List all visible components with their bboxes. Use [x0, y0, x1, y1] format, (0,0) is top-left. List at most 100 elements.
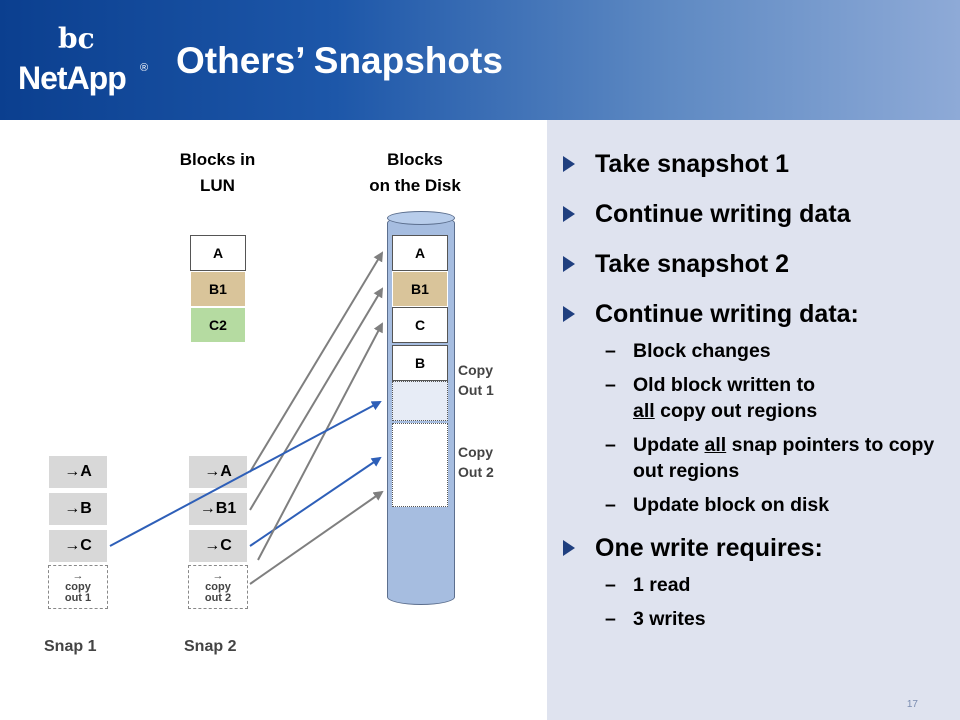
sub-bullet-text-part: Update: [633, 434, 705, 456]
arrow-icon: →: [64, 537, 81, 554]
bullet-arrow-icon: [563, 156, 575, 172]
dash: –: [605, 608, 616, 630]
title-bar: bc NetApp ® Others’ Snapshots: [0, 0, 960, 120]
sub-bullet-text: Update block on disk: [633, 494, 830, 516]
disk-block-a: A: [392, 235, 448, 271]
snap1-pointer-b: →B: [48, 492, 108, 526]
disk-block-b: B: [392, 345, 448, 381]
logo-mark-icon: bc: [58, 22, 95, 55]
snap1-pointer-b-label: B: [80, 500, 92, 517]
sub-bullet-text: 1 read: [633, 574, 691, 596]
snap2-pointer-a: →A: [188, 455, 248, 489]
lun-column-label: Blocks in LUN: [150, 150, 285, 196]
snap2-pointer-c: →C: [188, 529, 248, 563]
sub-bullet: –Update block on disk: [605, 492, 957, 518]
dash: –: [605, 494, 616, 516]
arrow-icon: →: [204, 463, 221, 480]
sub-bullet: –Block changes: [605, 338, 957, 364]
arrow-icon: →: [199, 500, 216, 517]
bullet-arrow-icon: [563, 256, 575, 272]
bullet-text: Continue writing data: [595, 200, 851, 228]
bullet-take-snapshot-2: Take snapshot 2: [557, 250, 957, 279]
bullet-list: Take snapshot 1 Continue writing data Ta…: [557, 150, 957, 648]
snap1-copy-line2: out 1: [64, 591, 92, 604]
sub-bullet-text: Update all snap pointers to copy out reg…: [633, 432, 957, 484]
page-number: 17: [906, 699, 918, 710]
dash: –: [605, 574, 616, 596]
snapshot-diagram: Blocks in LUN Blocks on the Disk A B1 C2…: [0, 120, 547, 720]
copy-out-1-region: [392, 381, 448, 421]
bullet-arrow-icon: [563, 306, 575, 322]
arrow-icon: →: [204, 537, 221, 554]
snap1-pointer-a-label: A: [80, 463, 92, 480]
snap1-copy-out-pointer: → copy out 1: [48, 565, 108, 609]
snap1-pointer-c-label: C: [80, 537, 92, 554]
sub-bullet-text-part: snap pointers to copy out regions: [633, 434, 935, 482]
dash: –: [605, 434, 616, 456]
arrow-snap2-a: [249, 251, 384, 473]
snap2-pointer-a-label: A: [220, 463, 232, 480]
arrow-icon: →: [212, 569, 224, 582]
copy-out-2-line2: Out 2: [458, 464, 494, 480]
sub-bullet-text-part: Old block written to: [633, 374, 816, 396]
bullet-arrow-icon: [563, 206, 575, 222]
underlined-word: all: [704, 434, 727, 456]
bullet-text: One write requires:: [595, 534, 823, 562]
arrow-icon: →: [72, 569, 84, 582]
logo-text: NetApp: [18, 60, 127, 96]
disk-block-b1: B1: [392, 271, 448, 307]
bullet-panel: Take snapshot 1 Continue writing data Ta…: [547, 120, 960, 720]
bullet-text: Take snapshot 1: [595, 150, 790, 178]
disk-block-c: C: [392, 307, 448, 343]
snap2-copy-line1: copy: [205, 580, 231, 593]
copy-out-1-label: Copy Out 1: [458, 360, 494, 400]
netapp-logo: bc NetApp ®: [18, 22, 148, 102]
lun-block-c2: C2: [190, 307, 246, 343]
snap2-pointer-b1: →B1: [188, 492, 248, 526]
snap1-pointer-c: →C: [48, 529, 108, 563]
bullet-take-snapshot-1: Take snapshot 1: [557, 150, 957, 179]
logo-registered: ®: [140, 62, 149, 74]
sub-bullet: – Update all snap pointers to copy out r…: [605, 432, 957, 484]
arrow-snap1-c: [109, 401, 382, 547]
snap1-label: Snap 1: [44, 638, 97, 655]
bullet-arrow-icon: [563, 540, 575, 556]
arrow-snap2-c: [249, 456, 382, 547]
copy-out-1-line2: Out 1: [458, 382, 494, 398]
lun-block-a: A: [190, 235, 246, 271]
lun-label-line1: Blocks in: [179, 150, 256, 169]
dash: –: [605, 340, 616, 362]
sub-bullet-text: 3 writes: [633, 608, 706, 630]
sub-bullet: – Old block written to all copy out regi…: [605, 372, 957, 424]
sub-bullet-list: –1 read –3 writes: [557, 572, 957, 632]
sub-bullet: –1 read: [605, 572, 957, 598]
bullet-text: Take snapshot 2: [595, 250, 790, 278]
snap2-copy-line2: out 2: [204, 591, 232, 604]
sub-bullet: –3 writes: [605, 606, 957, 632]
arrow-snap2-b1: [249, 287, 384, 511]
sub-bullet-text: Block changes: [633, 340, 771, 362]
arrow-icon: →: [64, 463, 81, 480]
bullet-continue-writing-data: Continue writing data:: [557, 300, 957, 329]
slide-title: Others’ Snapshots: [176, 40, 503, 81]
lun-label-line2: LUN: [200, 176, 235, 195]
bullet-text: Continue writing data:: [595, 300, 859, 328]
snap1-copy-line1: copy: [65, 580, 91, 593]
copy-out-1-line1: Copy: [458, 362, 493, 378]
arrow-icon: →: [64, 500, 81, 517]
dash: –: [605, 374, 616, 396]
bullet-continue-writing: Continue writing data: [557, 200, 957, 229]
arrow-snap2-copy: [249, 490, 384, 585]
disk-label-line2: on the Disk: [369, 176, 461, 195]
sub-bullet-list: –Block changes – Old block written to al…: [557, 338, 957, 518]
snap2-copy-out-pointer: → copy out 2: [188, 565, 248, 609]
arrow-to-disk-c: [257, 322, 383, 561]
disk-cylinder-top: [387, 211, 455, 225]
snap2-pointer-b1-label: B1: [215, 500, 237, 517]
copy-out-2-line1: Copy: [458, 444, 493, 460]
copy-out-2-label: Copy Out 2: [458, 442, 494, 482]
underlined-word: all: [633, 400, 655, 422]
pointer-arrows: [109, 251, 384, 585]
lun-block-b1: B1: [190, 271, 246, 307]
snap1-pointer-a: →A: [48, 455, 108, 489]
